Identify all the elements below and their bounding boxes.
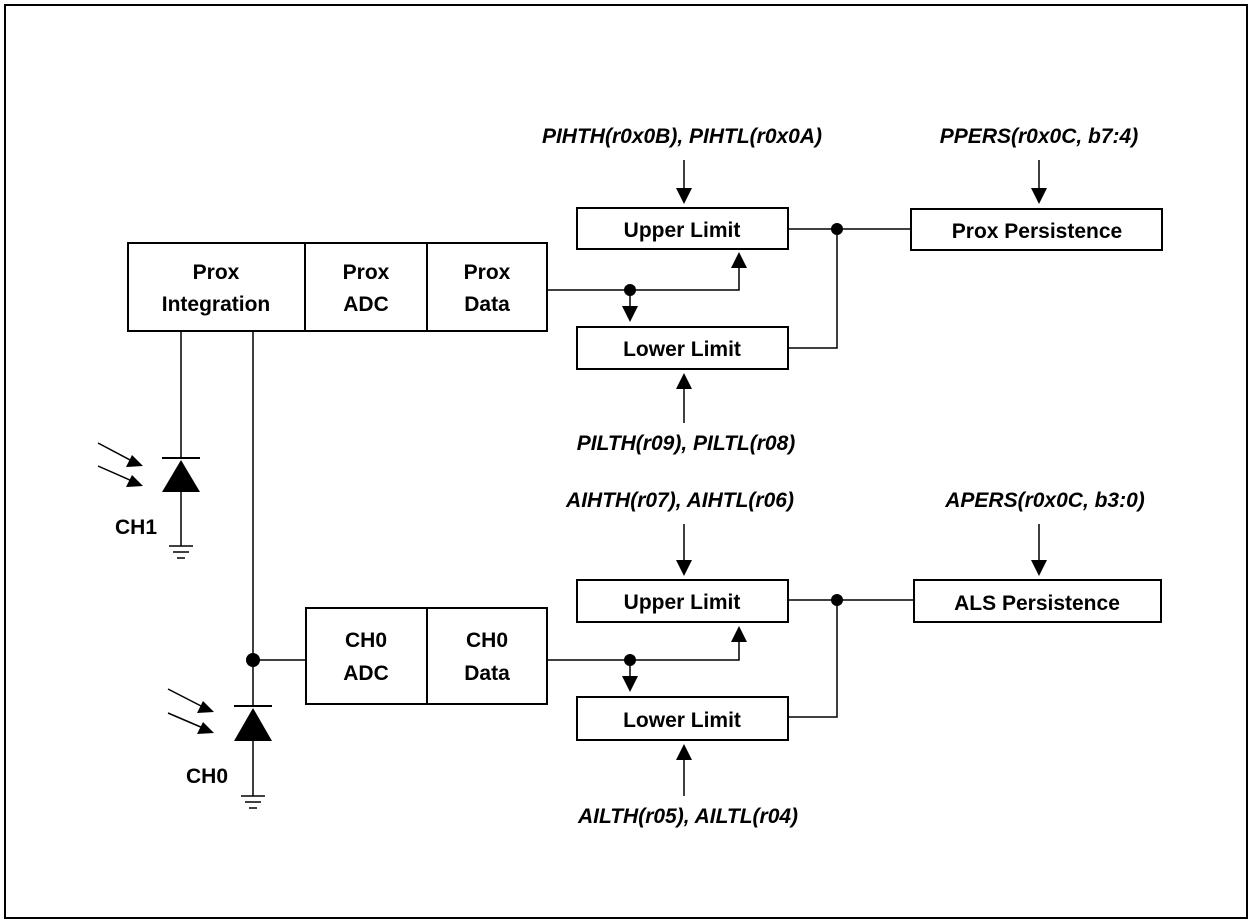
ch1-diode-symbol	[162, 460, 200, 492]
prox-lower-register-label: PILTH(r09), PILTL(r08)	[577, 432, 796, 455]
als-lower-to-junction-wire	[788, 600, 838, 718]
ch0-light-rays-icon	[167, 688, 214, 734]
als-upper-register-label: AIHTH(r07), AIHTL(r06)	[565, 489, 794, 512]
ch0-data-label-line1: CH0	[466, 629, 508, 652]
prox-lower-limit-input-arrow	[622, 306, 638, 322]
prox-integration-label-line1: Prox	[193, 261, 240, 284]
prox-adc-label-line1: Prox	[343, 261, 390, 284]
prox-data-label-line1: Prox	[464, 261, 511, 284]
prox-chain-box	[127, 242, 548, 332]
ch1-light-rays-icon	[97, 442, 143, 487]
prox-data-label-line2: Data	[464, 293, 510, 316]
prox-limits-junction-dot	[831, 223, 843, 235]
als-limits-junction-dot	[831, 594, 843, 606]
als-persistence-register-arrow	[1031, 560, 1047, 576]
ch0-photodiode: CH0	[167, 331, 306, 809]
prox-persistence-register-arrow	[1031, 188, 1047, 204]
prox-upper-limit-box	[576, 207, 789, 250]
prox-upper-limit-label: Upper Limit	[624, 219, 741, 242]
ch0-diode-symbol	[234, 708, 272, 741]
prox-integration-label-line2: Integration	[162, 293, 271, 316]
als-lower-register-arrow	[676, 744, 692, 760]
als-persistence-wiring	[788, 594, 914, 718]
als-lower-limit-label: Lower Limit	[623, 709, 741, 732]
ch0-data-wiring	[547, 626, 747, 692]
prox-upper-limit-input-arrow	[731, 252, 747, 268]
als-persistence-box	[913, 579, 1162, 623]
prox-persistence-label: Prox Persistence	[952, 220, 1122, 243]
prox-lower-limit: Lower Limit PILTH(r09), PILTL(r08)	[576, 326, 796, 455]
als-upper-limit-label: Upper Limit	[624, 591, 741, 614]
prox-lower-to-junction-wire	[788, 229, 838, 349]
als-upper-limit-box	[576, 579, 789, 623]
als-lower-limit-input-arrow	[622, 676, 638, 692]
prox-chain: Prox Integration Prox ADC Prox Data	[127, 242, 548, 332]
prox-persistence: PPERS(r0x0C, b7:4) Prox Persistence	[910, 125, 1163, 251]
ch1-photodiode: CH1	[97, 331, 200, 559]
ch0-adc-label-line2: ADC	[343, 662, 389, 685]
als-upper-limit: AIHTH(r07), AIHTL(r06) Upper Limit	[565, 489, 794, 623]
prox-adc-label-line2: ADC	[343, 293, 389, 316]
als-persistence-register-label: APERS(r0x0C, b3:0)	[944, 489, 1145, 512]
ch0-label: CH0	[186, 765, 228, 788]
prox-data-wiring	[547, 252, 747, 322]
prox-lower-limit-label: Lower Limit	[623, 338, 741, 361]
ch0-data-to-upper-wire	[547, 640, 740, 661]
prox-persistence-box	[910, 208, 1163, 251]
diagram-frame	[4, 4, 1248, 919]
prox-upper-register-label: PIHTH(r0x0B), PIHTL(r0x0A)	[542, 125, 822, 148]
prox-persistence-register-label: PPERS(r0x0C, b7:4)	[940, 125, 1138, 148]
ch0-adc-label-line1: CH0	[345, 629, 387, 652]
als-persistence: APERS(r0x0C, b3:0) ALS Persistence	[913, 489, 1162, 623]
prox-upper-register-arrow	[676, 188, 692, 204]
prox-data-to-upper-wire	[547, 266, 740, 291]
ch0-data-label-line2: Data	[464, 662, 510, 685]
als-lower-register-label: AILTH(r05), AILTL(r04)	[577, 805, 798, 828]
prox-lower-limit-box	[576, 326, 789, 370]
prox-persistence-wiring	[788, 223, 911, 349]
ch0-chain: CH0 ADC CH0 Data	[305, 607, 548, 705]
als-upper-limit-input-arrow	[731, 626, 747, 642]
ch1-label: CH1	[115, 516, 157, 539]
als-lower-limit-box	[576, 696, 789, 741]
als-persistence-label: ALS Persistence	[954, 592, 1120, 615]
prox-upper-limit: PIHTH(r0x0B), PIHTL(r0x0A) Upper Limit	[542, 125, 822, 250]
als-upper-register-arrow	[676, 560, 692, 576]
als-lower-limit: Lower Limit AILTH(r05), AILTL(r04)	[576, 696, 798, 828]
prox-lower-register-arrow	[676, 373, 692, 389]
